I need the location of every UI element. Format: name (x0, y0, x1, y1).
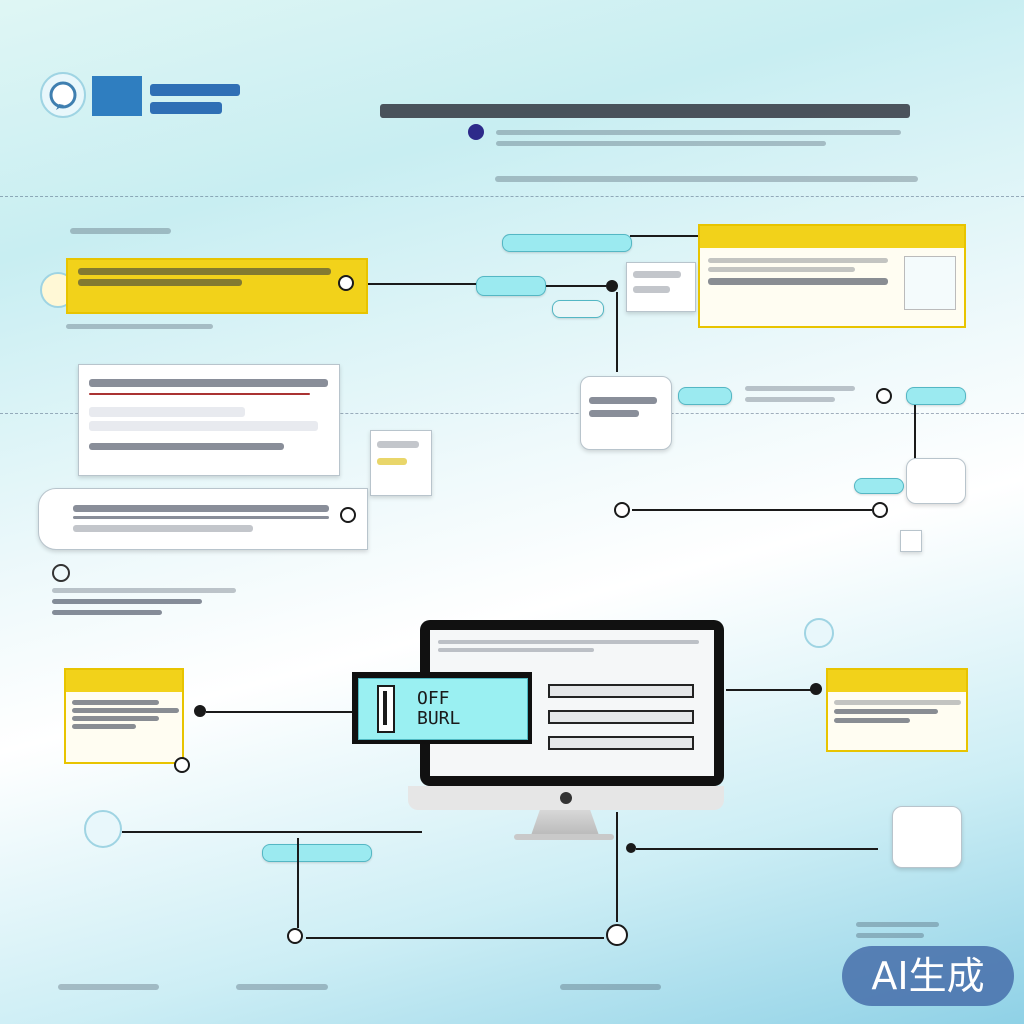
power-panel-line1: OFF (417, 688, 450, 709)
step-card-3-header (828, 670, 966, 692)
connector-line (546, 285, 606, 287)
laptop-icon (892, 806, 962, 868)
connector-line (122, 831, 422, 833)
flow-pill[interactable] (552, 300, 604, 318)
detail-card-image (904, 256, 956, 310)
connector-line (297, 838, 299, 928)
detail-card-header (700, 226, 964, 248)
toggle-switch-icon (377, 685, 395, 733)
connector-line (306, 937, 604, 939)
flow-caption (745, 380, 865, 408)
header-logo-text (150, 78, 240, 114)
screen-row (548, 736, 694, 750)
small-square (900, 530, 922, 552)
title-placeholder (45, 32, 820, 62)
connector-node (606, 280, 618, 292)
flow-pill[interactable] (262, 844, 372, 862)
form-panel[interactable] (78, 364, 340, 476)
screen-row (548, 710, 694, 724)
connector-line (630, 235, 700, 237)
detail-card[interactable] (698, 224, 966, 328)
step-card-2-node (174, 757, 190, 773)
step-card-2[interactable] (64, 668, 184, 764)
divider-mid (0, 413, 1024, 414)
apple-icon (560, 792, 572, 804)
screen-row (548, 684, 694, 698)
connector-node (194, 705, 206, 717)
header-info-icon (468, 124, 484, 140)
flow-pill[interactable] (476, 276, 546, 296)
cloud-icon (84, 810, 122, 848)
footer-label (236, 978, 336, 996)
connector-node (876, 388, 892, 404)
connector-line (616, 812, 618, 922)
chat-bubble-icon (40, 72, 86, 118)
flow-thumbnail (626, 262, 696, 312)
connector-line (726, 689, 814, 691)
flow-pill[interactable] (906, 387, 966, 405)
ai-generated-badge: AI生成 (842, 946, 1014, 1006)
connector-node (614, 502, 630, 518)
user-icon (52, 564, 70, 582)
mini-list (52, 564, 252, 621)
divider-top (0, 196, 1024, 197)
footer-label (58, 978, 168, 996)
connector-line (636, 848, 878, 850)
connector-node (606, 924, 628, 946)
connector-line (632, 509, 872, 511)
flow-pill[interactable] (678, 387, 732, 405)
connector-line (206, 711, 352, 713)
flow-pill[interactable] (854, 478, 904, 494)
section-label (70, 222, 180, 240)
connector-node (338, 275, 354, 291)
connector-line (616, 292, 618, 372)
connector-node (872, 502, 888, 518)
gear-widget (906, 458, 966, 504)
flow-pill[interactable] (502, 234, 632, 252)
monitor-screen (430, 630, 714, 776)
monitor-stand (530, 810, 600, 836)
monitor-stand-base (514, 834, 614, 840)
thumbnail-card (370, 430, 432, 496)
header-meta-placeholder (495, 170, 955, 188)
step-card-1-caption (66, 318, 226, 335)
bottom-right-caption (856, 916, 946, 944)
power-panel[interactable]: OFF BURL (352, 672, 532, 744)
robot-icon (804, 618, 834, 648)
footer-label (560, 978, 670, 996)
process-box[interactable] (580, 376, 672, 450)
power-panel-line2: BURL (417, 708, 461, 729)
connector-line (914, 405, 916, 465)
connector-node (810, 683, 822, 695)
connector-node (626, 843, 636, 853)
step-card-3[interactable] (826, 668, 968, 752)
monitor-chin (408, 786, 724, 810)
search-panel-node (340, 507, 356, 523)
connector-line (368, 283, 478, 285)
search-panel[interactable] (38, 488, 368, 550)
step-card-1[interactable] (66, 258, 368, 314)
step-card-2-header (66, 670, 182, 692)
header-subtitle-placeholder (380, 98, 910, 124)
header-meta-lines (496, 124, 936, 152)
header-logo-block (92, 76, 142, 116)
connector-node (287, 928, 303, 944)
